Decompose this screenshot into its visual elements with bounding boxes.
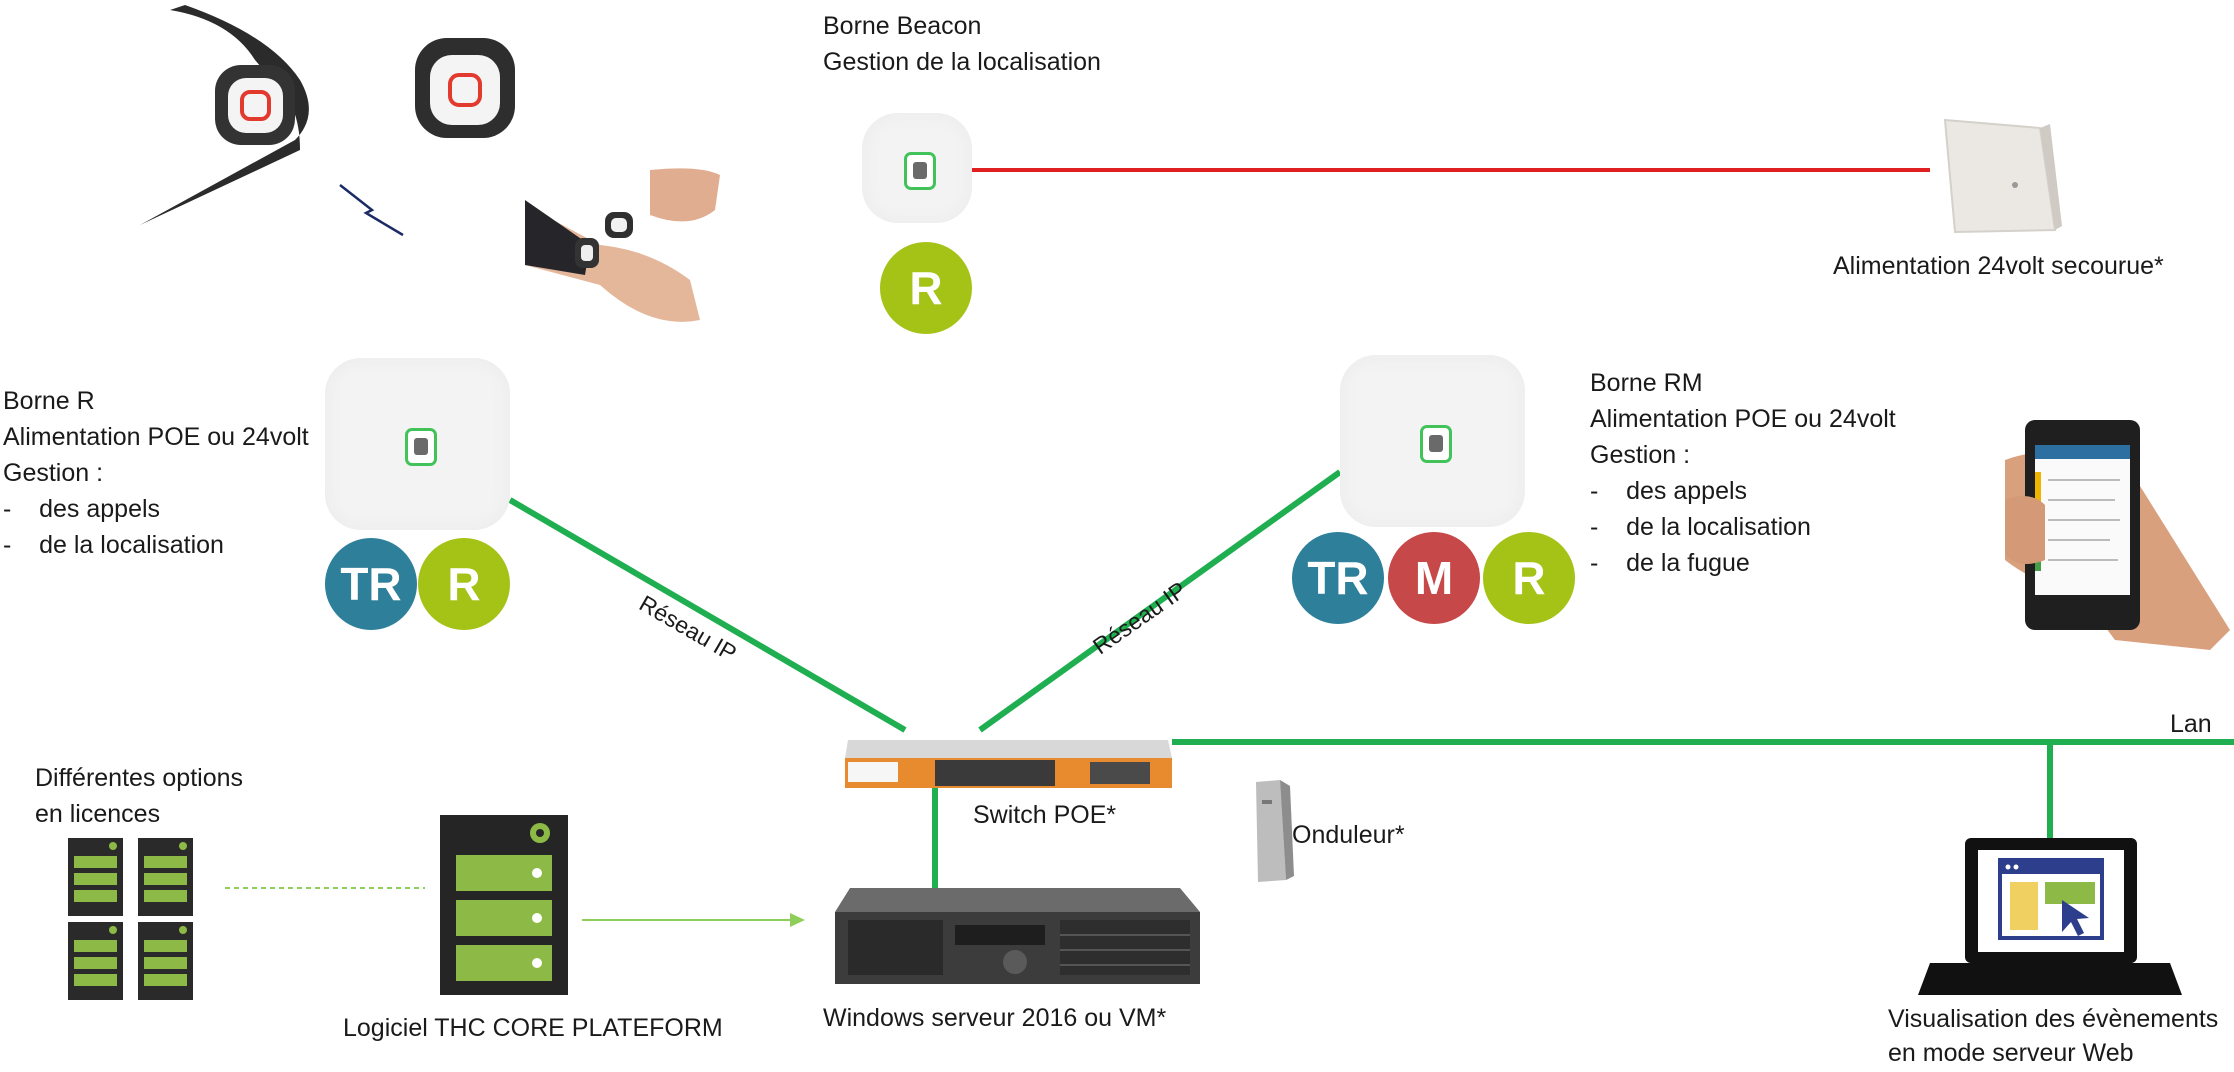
borne-rm-text: Borne RM Alimentation POE ou 24volt Gest… (1590, 365, 1896, 581)
borne-rm-line-1: Alimentation POE ou 24volt (1590, 405, 1896, 433)
beacon-top-subtitle: Gestion de la localisation (823, 48, 1101, 76)
borne-rm-badge-r: R (1483, 532, 1575, 624)
server-label: Windows serveur 2016 ou VM* (823, 1004, 1167, 1032)
borne-r-text: Borne R Alimentation POE ou 24volt Gesti… (3, 383, 309, 563)
borne-r-line-3: - des appels (3, 495, 161, 523)
licenses-line-0: Différentes options (35, 764, 243, 792)
licenses-text: Différentes options en licences (35, 760, 243, 832)
borne-r-line-2: Gestion : (3, 459, 104, 487)
beacon-top-badge-r: R (880, 242, 972, 334)
borne-rm-badge-m: M (1388, 532, 1480, 624)
borne-r-line-1: Alimentation POE ou 24volt (3, 423, 309, 451)
software-label: Logiciel THC CORE PLATEFORM (343, 1014, 723, 1042)
lan-label: Lan (2170, 710, 2212, 738)
borne-rm-device-icon (1340, 355, 1525, 527)
borne-r-badge-tr: TR (325, 538, 417, 630)
beacon-device-icon (862, 113, 972, 223)
licenses-line-1: en licences (35, 800, 161, 828)
arrow-head (790, 913, 805, 927)
web-view-line-0: Visualisation des évènements (1888, 1005, 2219, 1033)
ip-link-left (508, 497, 907, 733)
web-view-text: Visualisation des évènements en mode ser… (1888, 1002, 2218, 1070)
borne-r-line-4: - de la localisation (3, 531, 224, 559)
ip-link-right (978, 469, 1342, 733)
borne-rm-line-3: - des appels (1590, 477, 1748, 505)
borne-rm-line-2: Gestion : (1590, 441, 1691, 469)
borne-rm-line-0: Borne RM (1590, 369, 1703, 397)
switch-label: Switch POE* (973, 801, 1117, 829)
borne-rm-line-5: - de la fugue (1590, 549, 1750, 577)
power-supply-label: Alimentation 24volt secourue* (1833, 252, 2164, 280)
borne-r-line-0: Borne R (3, 387, 95, 415)
web-view-line-1: en mode serveur Web (1888, 1039, 2134, 1067)
borne-r-badge-r: R (418, 538, 510, 630)
borne-rm-line-4: - de la localisation (1590, 513, 1811, 541)
borne-rm-badge-tr: TR (1292, 532, 1384, 624)
ups-label: Onduleur* (1292, 821, 1405, 849)
beacon-top-title: Borne Beacon (823, 12, 982, 40)
borne-r-device-icon (325, 358, 510, 530)
beacon-top-text: Borne Beacon Gestion de la localisation (823, 8, 1101, 80)
